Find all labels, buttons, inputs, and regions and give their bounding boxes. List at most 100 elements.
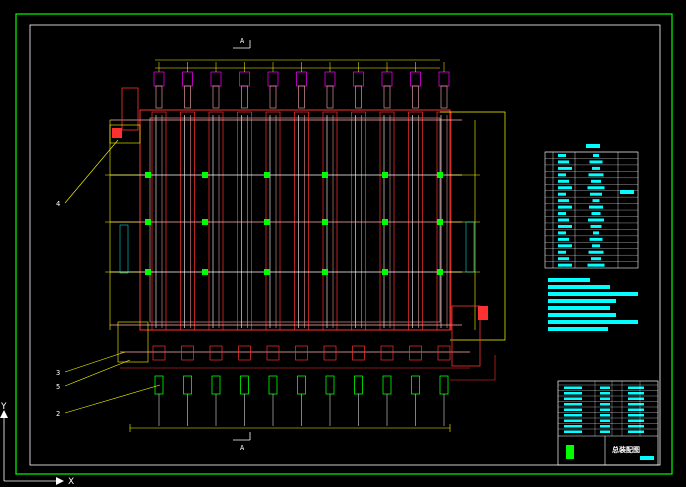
rail-node <box>264 269 270 275</box>
table-cell-label <box>558 263 572 267</box>
parameter-table <box>544 144 639 269</box>
left-bracket <box>109 124 141 144</box>
top-rod <box>241 85 248 109</box>
rail-node <box>382 172 388 178</box>
left-motor <box>112 128 122 138</box>
top-rod <box>269 85 277 109</box>
table-cell-value <box>587 186 605 190</box>
title-row-text <box>564 414 582 417</box>
table-cell-label <box>558 179 569 183</box>
bottom-drive <box>437 345 451 361</box>
table-cell-label <box>558 231 566 235</box>
section-label-bottom: A <box>240 444 245 452</box>
rail-node <box>322 219 328 225</box>
right-piping <box>440 111 506 381</box>
title-row-text <box>600 408 610 411</box>
top-rod <box>212 85 220 109</box>
table-cell-label <box>558 244 572 248</box>
title-block-code <box>640 456 654 460</box>
rail-node <box>322 172 328 178</box>
note-line <box>548 285 610 289</box>
title-row-text <box>564 386 582 389</box>
title-block-stamp <box>566 445 574 459</box>
table-cell-label <box>558 166 572 170</box>
bottom-drive <box>181 345 194 361</box>
callout-label: 5 <box>56 383 60 391</box>
table-cell-label <box>558 212 566 216</box>
leader-line <box>64 351 126 373</box>
bottom-drive <box>352 345 365 361</box>
title-row-text <box>600 419 610 422</box>
dimension-lines <box>105 59 480 432</box>
main-assembly <box>110 62 470 426</box>
rail-nodes <box>145 172 443 275</box>
title-row-text <box>564 430 582 433</box>
title-row-text <box>628 408 644 411</box>
vertical-member <box>379 111 395 331</box>
table-cell-value <box>591 212 601 216</box>
rail-node <box>264 219 270 225</box>
title-row-text <box>628 425 644 428</box>
note-line <box>548 278 590 282</box>
title-block-rows <box>558 381 658 436</box>
callout-label: 2 <box>56 410 60 418</box>
title-row-text <box>600 403 610 406</box>
rail-node <box>264 172 270 178</box>
outer-frame <box>15 13 673 475</box>
table-cell-value <box>589 205 603 209</box>
table-cell-label <box>558 154 566 157</box>
section-markers: A A <box>233 37 251 452</box>
table-cell-label <box>558 218 569 222</box>
table-cell-label <box>558 173 566 177</box>
top-rod <box>412 85 419 109</box>
vertical-member <box>180 111 195 331</box>
vertical-member <box>237 111 252 331</box>
table-cell-label <box>558 224 572 228</box>
vertical-member <box>208 111 224 331</box>
title-row-text <box>628 430 644 433</box>
rail-node <box>202 219 208 225</box>
title-row-text <box>600 397 610 400</box>
left-drive-unit <box>121 87 139 131</box>
rail-node <box>382 269 388 275</box>
vertical-member <box>294 111 309 331</box>
rail-node <box>437 219 443 225</box>
table-cell-value <box>587 263 605 267</box>
table-cell-value <box>591 179 601 183</box>
title-row-text <box>628 386 644 389</box>
table-cell-value <box>589 237 603 241</box>
pipe-loop <box>440 111 506 341</box>
table-cell-label <box>558 237 569 241</box>
inner-frame <box>29 24 661 466</box>
top-components <box>153 62 450 109</box>
table-cell-label <box>558 186 572 190</box>
ucs-x-arrow <box>56 477 64 485</box>
table-rows <box>545 151 638 267</box>
table-cell-label <box>558 257 569 261</box>
note-line <box>548 320 638 324</box>
bottom-drive <box>295 345 308 361</box>
top-rod <box>440 85 448 109</box>
table-cell-extra <box>620 190 634 194</box>
lower-pipe <box>450 355 496 381</box>
title-row-text <box>628 392 644 395</box>
rail-node <box>145 269 151 275</box>
right-tank <box>451 305 481 367</box>
title-row-text <box>600 414 610 417</box>
title-row-text <box>628 403 644 406</box>
bottom-drive <box>266 345 280 361</box>
rail-node <box>202 172 208 178</box>
title-row-text <box>564 397 582 400</box>
title-row-text <box>628 414 644 417</box>
rail-node <box>322 269 328 275</box>
title-row-text <box>600 392 610 395</box>
bottom-drive <box>323 345 337 361</box>
table-cell-value <box>590 192 602 196</box>
table-cell-label <box>558 192 566 196</box>
table-cell-label <box>558 199 569 203</box>
table-cell-value <box>592 199 600 203</box>
table-cell-value <box>588 250 604 254</box>
drawing-title: 总装配图 <box>612 445 640 454</box>
